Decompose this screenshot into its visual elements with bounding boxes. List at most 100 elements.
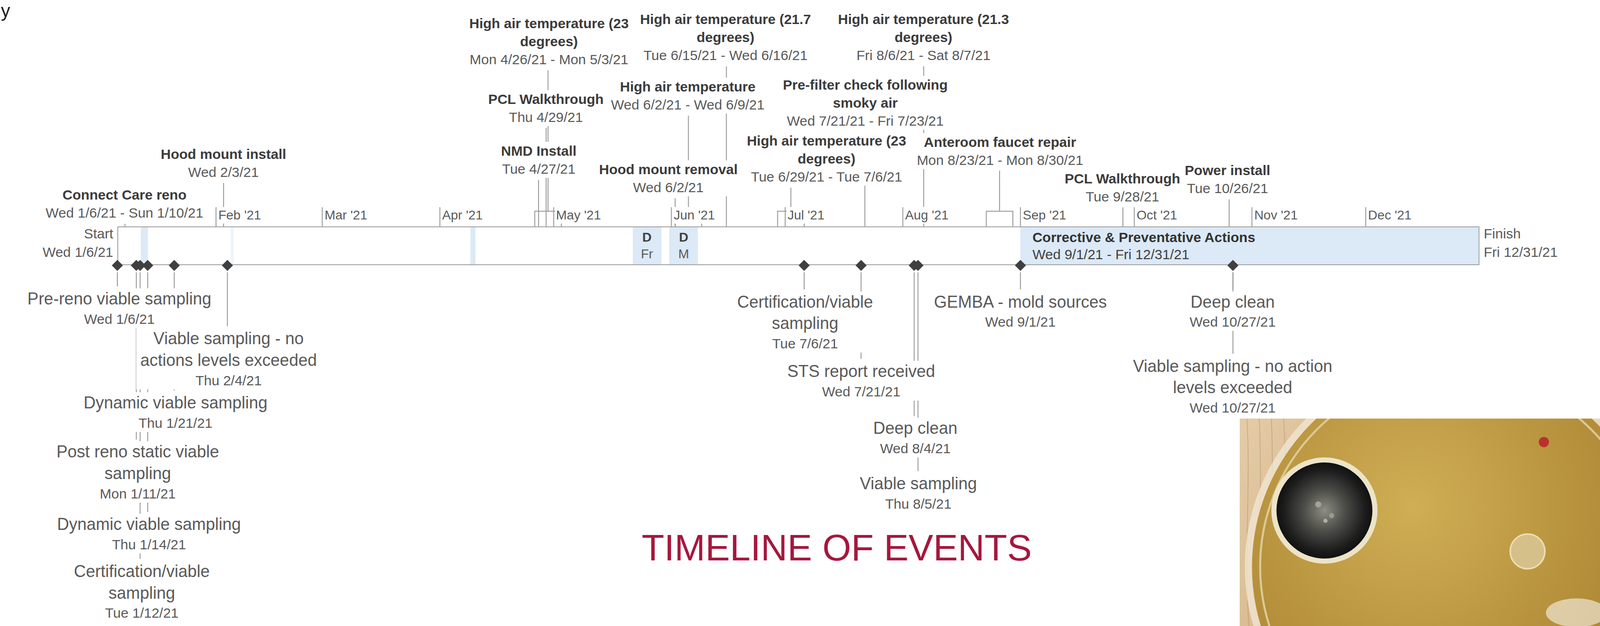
schedule-band [470,226,476,266]
cropped-text: y [0,0,11,22]
event-date: Mon 1/11/21 [49,484,226,503]
leader-line [803,272,805,290]
schedule-band [140,226,148,266]
event-title: Power install [1184,161,1271,180]
event-date: Mon 4/26/21 - Mon 5/3/21 [466,50,633,69]
event-title: High air temperature (21.7 degrees) [637,10,814,47]
callout: PCL WalkthroughThu 4/29/21 [488,90,604,127]
milestone-diamond [134,259,146,271]
event-date: Tue 10/26/21 [1184,179,1271,198]
event-date: Tue 1/12/21 [67,603,216,622]
colony-speckle [1315,501,1322,508]
event-date: Wed 9/1/21 [933,312,1107,331]
callout: Viable sampling - no actions levels exce… [136,327,322,390]
leader-line [226,272,228,327]
task-band: DM [669,227,698,265]
event-date: Wed 10/27/21 [1189,312,1276,331]
milestone-diamond [908,259,920,271]
month-label: Sep '21 [1021,206,1067,224]
callout: Deep cleanWed 10/27/21 [1189,291,1276,332]
node-date: Fri 12/31/21 [1483,242,1558,261]
milestone-diamond [111,259,123,271]
node-heading: Finish [1483,224,1521,243]
callout: Certification/viable samplingTue 1/12/21 [67,560,216,623]
node-heading: D [669,229,698,246]
callout: High air temperature (23 degrees)Tue 6/2… [743,131,910,186]
event-title: GEMBA - mold sources [933,291,1107,314]
dish-inner-rim [1260,418,1600,626]
event-title: Connect Care reno [45,185,204,204]
milestone-diamond [912,259,924,271]
callout: Viable sampling - no action levels excee… [1128,355,1337,418]
callout: Certification/viable samplingTue 7/6/21 [731,291,879,353]
colony-speckle [1328,513,1334,519]
callout: Dynamic viable samplingThu 1/21/21 [83,392,268,432]
month-tick [670,206,672,227]
event-title: STS report received [787,360,935,383]
node-heading: Start [84,224,114,243]
month-tick [1133,206,1135,227]
callout: Dynamic viable samplingThu 1/14/21 [56,513,241,554]
callout: Anteroom faucet repairMon 8/23/21 - Mon … [916,133,1084,170]
callout: GEMBA - mold sourcesWed 9/1/21 [933,291,1107,332]
event-title: Pre-reno viable sampling [27,288,212,310]
month-label: Aug '21 [904,206,950,224]
event-date: Thu 8/5/21 [860,494,978,513]
month-label: Mar '21 [323,206,369,224]
event-date: Thu 1/21/21 [83,413,268,432]
event-title: Certification/viable sampling [731,291,879,335]
event-title: High air temperature (21.3 degrees) [835,10,1012,47]
event-title: Viable sampling [860,472,978,495]
event-title: Deep clean [873,417,958,440]
red-dot [1538,436,1549,448]
event-date: Tue 4/27/21 [501,159,577,178]
diagram-title: TIMELINE OF EVENTS [641,527,1032,569]
month-tick [1251,206,1253,227]
milestone-diamond [221,259,233,271]
node-date: Wed 9/1/21 - Fri 12/31/21 [1032,245,1479,263]
callout: Pre-filter check following smoky airWed … [779,75,951,130]
colony-speckle [1323,518,1328,523]
event-title: Hood mount removal [599,160,738,179]
agar [1252,418,1600,626]
event-title: Viable sampling - no action levels excee… [1128,355,1337,400]
callout: PCL WalkthroughTue 9/28/21 [1064,169,1181,206]
month-label: May '21 [555,206,602,224]
callout: Hood mount installWed 2/3/21 [160,145,287,182]
event-date: Tue 6/29/21 - Tue 7/6/21 [743,167,910,186]
month-tick [1019,206,1021,227]
milestone-diamond [168,259,180,271]
callout: High air temperatureWed 6/2/21 - Wed 6/9… [611,77,765,114]
callout: High air temperature (23 degrees)Mon 4/2… [466,14,633,69]
callout: Power installTue 10/26/21 [1184,161,1271,198]
colony-halo [1271,457,1378,564]
callout: STS report receivedWed 7/21/21 [787,360,935,401]
node-date: M [669,245,698,263]
timeline-bar: Corrective & Preventative ActionsWed 9/1… [117,226,1480,266]
event-date: Thu 1/14/21 [56,535,241,554]
event-title: High air temperature (23 degrees) [466,14,633,51]
small-colony [1510,533,1546,569]
callout: Deep cleanWed 8/4/21 [873,417,958,458]
event-title: PCL Walkthrough [1064,169,1181,188]
milestone-diamond [1227,259,1239,271]
milestone-diamond [130,259,142,271]
event-date: Mon 8/23/21 - Mon 8/30/21 [916,151,1084,170]
month-tick [215,206,217,227]
event-date: Wed 7/21/21 [787,382,935,401]
event-date: Wed 10/27/21 [1128,398,1337,417]
event-date: Wed 7/21/21 - Fri 7/23/21 [779,111,951,130]
milestone-diamond [1014,259,1026,271]
mold-colony [1276,462,1373,559]
month-tick [439,206,441,227]
event-date: Fri 8/6/21 - Sat 8/7/21 [835,46,1012,65]
event-date: Tue 7/6/21 [731,334,879,353]
event-title: Pre-filter check following smoky air [779,75,951,112]
month-tick [1365,206,1367,227]
event-title: Dynamic viable sampling [83,392,268,414]
event-date: Wed 1/6/21 - Sun 1/10/21 [45,203,204,222]
milestone-diamond [798,259,810,271]
event-date: Wed 6/2/21 [599,178,738,197]
callout: Connect Care renoWed 1/6/21 - Sun 1/10/2… [45,185,204,222]
event-date: Wed 8/4/21 [873,439,958,458]
